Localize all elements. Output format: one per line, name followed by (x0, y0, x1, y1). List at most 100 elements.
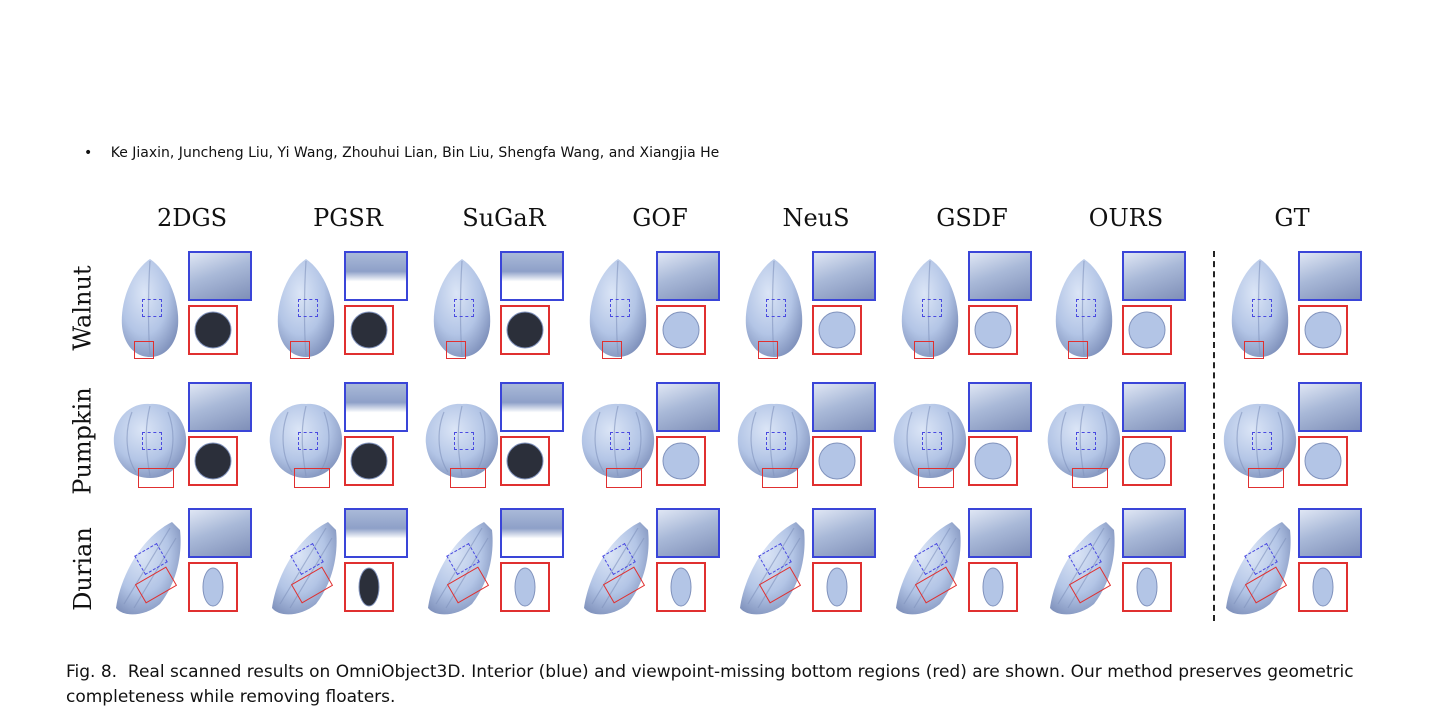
column-header-gt: GT (1274, 204, 1310, 232)
bottom-surface-shape (1128, 311, 1166, 349)
bottom-region-marker (758, 341, 778, 359)
interior-region-marker (922, 432, 942, 450)
bottom-zoom-inset (1122, 436, 1172, 486)
mesh-rendering (425, 403, 499, 478)
row-label-walnut: Walnut (60, 258, 106, 358)
bottom-surface-shape (506, 442, 544, 480)
bottom-surface (194, 311, 232, 349)
mesh-shape (1223, 403, 1297, 478)
interior-zoom-inset (1298, 382, 1362, 432)
interior-zoom-inset (344, 251, 408, 301)
bottom-region-marker (138, 468, 174, 488)
mesh-ridge (459, 260, 463, 356)
mesh-shape (745, 259, 803, 357)
mesh-ridge (594, 405, 642, 477)
result-cell (1220, 382, 1370, 502)
column-header-ours: OURS (1088, 204, 1164, 232)
bottom-surface-shape (1128, 442, 1166, 480)
bottom-surface (1128, 442, 1166, 480)
mesh-shape (893, 403, 967, 478)
bottom-surface-shape (350, 442, 388, 480)
bottom-surface (358, 567, 380, 607)
result-cell (110, 251, 260, 371)
bottom-zoom-inset (656, 436, 706, 486)
mesh-rendering (277, 259, 335, 357)
mesh-shape (589, 259, 647, 357)
mesh-ridge (282, 405, 330, 477)
bottom-surface (818, 311, 856, 349)
mesh-ridge (1057, 527, 1111, 609)
mesh-rendering (901, 259, 959, 357)
column-header-sugar: SuGaR (462, 204, 546, 232)
mesh-ridge (1257, 260, 1261, 356)
bottom-surface-shape (1304, 311, 1342, 349)
mesh-shape (269, 403, 343, 478)
mesh-ridge (1081, 260, 1085, 356)
interior-region-marker (1252, 299, 1272, 317)
result-cell (1044, 382, 1194, 502)
bottom-surface (506, 311, 544, 349)
interior-zoom-inset (968, 508, 1032, 558)
interior-zoom-inset (656, 508, 720, 558)
result-cell (578, 251, 728, 371)
gt-divider (1213, 251, 1215, 621)
bottom-surface (350, 442, 388, 480)
interior-zoom-inset (812, 251, 876, 301)
mesh-ridge (591, 527, 645, 609)
result-cell (734, 251, 884, 371)
mesh-rendering (113, 403, 187, 478)
bottom-surface-shape (194, 442, 232, 480)
interior-region-marker (454, 299, 474, 317)
result-cell (734, 508, 884, 628)
interior-zoom-inset (500, 382, 564, 432)
interior-zoom-inset (656, 382, 720, 432)
column-header-gsdf: GSDF (936, 204, 1008, 232)
mesh-shape (737, 403, 811, 478)
result-cell (1220, 508, 1370, 628)
row-label-pumpkin-text: Pumpkin (69, 387, 97, 495)
result-cell (422, 251, 572, 371)
mesh-shape (113, 403, 187, 478)
bottom-region-marker (134, 341, 154, 359)
result-cell (1044, 251, 1194, 371)
bottom-region-marker (762, 468, 798, 488)
bottom-surface-shape (982, 567, 1004, 607)
mesh-ridge (123, 527, 177, 609)
mesh-rendering (272, 522, 337, 615)
interior-zoom-inset (188, 251, 252, 301)
mesh-ridge (1236, 405, 1284, 477)
mesh-rendering (1047, 403, 1121, 478)
mesh-rendering (893, 403, 967, 478)
bottom-region-marker (918, 468, 954, 488)
mesh-rendering (581, 403, 655, 478)
caption-label: Fig. 8. (66, 662, 118, 682)
bottom-surface (194, 442, 232, 480)
mesh-shape (1231, 259, 1289, 357)
mesh-rendering (589, 259, 647, 357)
interior-zoom-inset (968, 382, 1032, 432)
bottom-surface (982, 567, 1004, 607)
interior-zoom-inset (1122, 382, 1186, 432)
bottom-zoom-inset (1122, 305, 1172, 355)
interior-zoom-inset (812, 508, 876, 558)
mesh-ridge (438, 405, 486, 477)
bottom-region-marker (1248, 468, 1284, 488)
bottom-region-marker (290, 341, 310, 359)
result-cell (890, 382, 1040, 502)
bottom-zoom-inset (344, 562, 394, 612)
mesh-ridge (126, 405, 174, 477)
mesh-ridge (615, 260, 619, 356)
interior-region-marker (610, 299, 630, 317)
bottom-zoom-inset (500, 562, 550, 612)
caption-text: Real scanned results on OmniObject3D. In… (66, 662, 1354, 707)
interior-region-marker (142, 299, 162, 317)
interior-zoom-inset (1122, 251, 1186, 301)
comparison-figure: 2DGS PGSR SuGaR GOF NeuS GSDF OURS GT Wa… (60, 196, 1390, 626)
bottom-region-marker (446, 341, 466, 359)
bottom-zoom-inset (656, 305, 706, 355)
mesh-rendering (1226, 522, 1291, 615)
mesh-shape (901, 259, 959, 357)
bottom-surface-shape (514, 567, 536, 607)
bottom-zoom-inset (1298, 305, 1348, 355)
bottom-surface (202, 567, 224, 607)
